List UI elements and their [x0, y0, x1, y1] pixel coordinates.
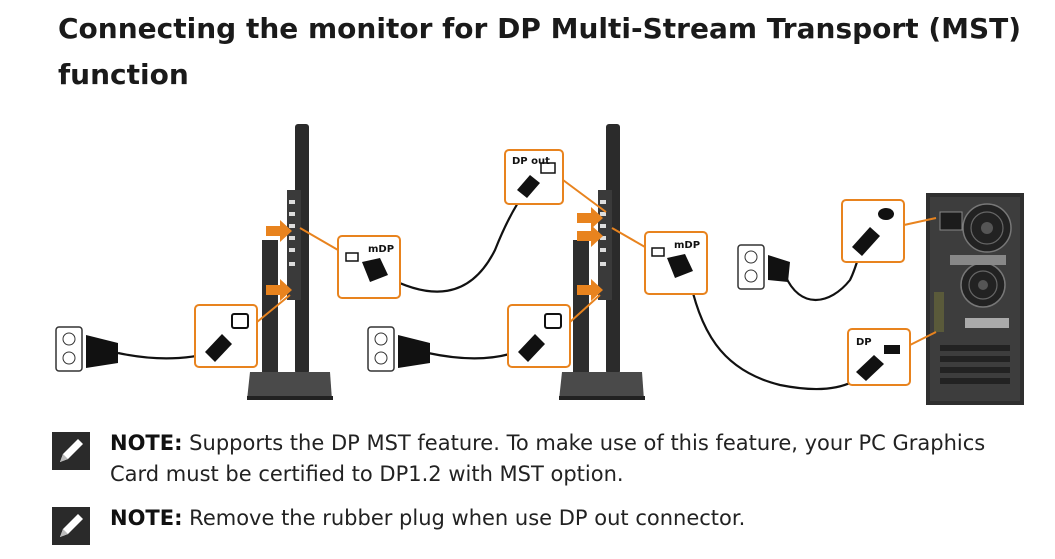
note-label: NOTE:	[110, 506, 183, 530]
wall-outlet-2	[367, 326, 395, 372]
note-text: NOTE: Supports the DP MST feature. To ma…	[110, 428, 1000, 490]
pc-tower	[926, 193, 1024, 405]
note-label: NOTE:	[110, 431, 183, 455]
wall-outlet-1	[55, 326, 83, 372]
note-text: NOTE: Remove the rubber plug when use DP…	[110, 503, 1000, 534]
label-mdp-monitor-1: mDP	[368, 244, 394, 255]
monitor-1	[247, 124, 333, 400]
note-body: Supports the DP MST feature. To make use…	[110, 431, 986, 486]
dp-cable-monitor-1-to-2	[384, 189, 528, 293]
label-mdp-monitor-2: mDP	[674, 240, 700, 251]
note-body: Remove the rubber plug when use DP out c…	[182, 506, 746, 530]
arrows	[266, 207, 603, 301]
callout-pointers	[256, 179, 937, 346]
label-dp-pc: DP	[856, 337, 872, 348]
wall-outlet-3	[737, 244, 765, 290]
pencil-note-icon	[52, 432, 90, 470]
mst-connection-diagram: DP out mDP mDP DP	[55, 124, 1024, 405]
plugs	[86, 255, 790, 368]
cables	[117, 189, 869, 391]
connectors	[205, 162, 900, 381]
dp-cable-pc-to-monitor-2	[686, 271, 869, 391]
pencil-note-icon	[52, 507, 90, 545]
page-title: Connecting the monitor for DP Multi-Stre…	[58, 12, 1022, 91]
label-dp-out: DP out	[512, 156, 550, 167]
monitor-2	[559, 124, 645, 400]
